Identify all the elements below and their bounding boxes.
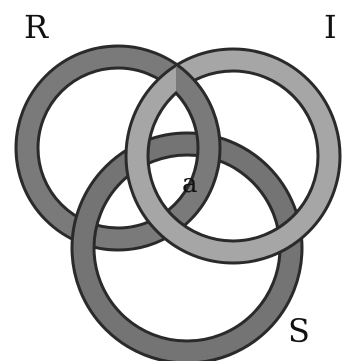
label-i: I xyxy=(324,8,337,46)
center-label-a: a xyxy=(182,169,198,199)
label-r: R xyxy=(24,8,49,46)
label-s: S xyxy=(288,312,310,350)
